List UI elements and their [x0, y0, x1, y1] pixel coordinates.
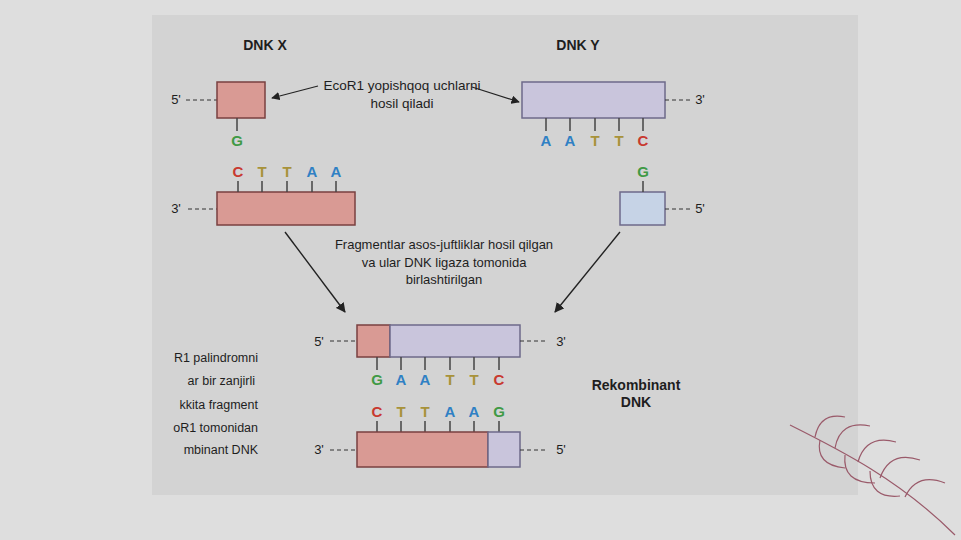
- base-sticks: [238, 181, 336, 192]
- panel: [152, 15, 858, 495]
- dna-fragment: [620, 192, 665, 225]
- strand-dash: [520, 450, 547, 451]
- base-letter: G: [637, 163, 649, 181]
- base-letter: A: [331, 163, 342, 181]
- dna-fragment: [217, 82, 265, 118]
- dna-fragment: [522, 82, 665, 118]
- base-letter: A: [445, 403, 456, 421]
- base-letter: T: [469, 371, 478, 389]
- base-sticks: [377, 357, 499, 432]
- base-letter: C: [233, 163, 244, 181]
- callout-arrow: [272, 86, 318, 98]
- base-sticks: [546, 118, 643, 131]
- group-heading: DNK X: [243, 37, 287, 54]
- merge-arrow: [555, 232, 620, 312]
- strand-dash: [330, 341, 357, 342]
- base-letter: T: [614, 132, 623, 150]
- base-letter: G: [371, 371, 383, 389]
- strand-end: 5': [171, 92, 181, 108]
- caption-fragment: R1 palindromni: [174, 350, 258, 367]
- group-heading: Rekombinant DNK: [581, 377, 691, 411]
- strand-end: 3': [171, 201, 181, 217]
- note-text: Fragmentlar asos-juftliklar hosil qilgan…: [328, 236, 560, 289]
- base-letter: A: [565, 132, 576, 150]
- strand-end: 5': [314, 334, 324, 350]
- dna-group: DNK X5'GCTTAA3': [160, 35, 360, 232]
- dna-fragment: [357, 325, 390, 357]
- base-letter: T: [445, 371, 454, 389]
- dna-group: Rekombinant DNK5'3'GAATTCCTTAAG3'5': [300, 312, 700, 472]
- strand-end: 5': [556, 442, 566, 458]
- dna-group: DNK Y3'AATTCG5': [515, 35, 720, 232]
- base-stick: [642, 181, 644, 192]
- group-heading: DNK Y: [556, 37, 599, 54]
- dna-fragment: [390, 325, 520, 357]
- base-letter: A: [307, 163, 318, 181]
- caption-fragment: kkita fragment: [179, 397, 258, 414]
- strand-dash: [520, 341, 547, 342]
- caption-fragment: oR1 tomonidan: [173, 420, 258, 437]
- base-letter: A: [420, 371, 431, 389]
- strand-end: 3': [314, 442, 324, 458]
- dna-fragment: [217, 192, 355, 225]
- strand-dash: [665, 209, 690, 210]
- caption-fragment: ar bir zanjirli: [188, 373, 255, 390]
- note-text: EcoR1 yopishqoq uchlarni hosil qiladi: [322, 77, 482, 113]
- strand-end: 5': [695, 201, 705, 217]
- base-letter: T: [420, 403, 429, 421]
- strand-dash: [188, 209, 217, 210]
- base-letter: C: [638, 132, 649, 150]
- strand-end: 3': [695, 92, 705, 108]
- dna-fragment: [357, 432, 488, 467]
- strand-dash: [665, 100, 690, 101]
- base-letter: T: [396, 403, 405, 421]
- base-letter: T: [282, 163, 291, 181]
- base-letter: T: [257, 163, 266, 181]
- strand-end: 3': [556, 334, 566, 350]
- base-letter: A: [396, 371, 407, 389]
- merge-arrow: [285, 232, 345, 312]
- leaf-decoration: [790, 416, 955, 535]
- base-letter: A: [469, 403, 480, 421]
- strand-dash: [330, 450, 357, 451]
- base-letter: T: [590, 132, 599, 150]
- base-letter: G: [493, 403, 505, 421]
- base-letter: C: [494, 371, 505, 389]
- base-letter: C: [372, 403, 383, 421]
- caption-fragment: mbinant DNK: [184, 442, 258, 459]
- dna-fragment: [488, 432, 520, 467]
- base-letter: A: [541, 132, 552, 150]
- base-letter: G: [231, 132, 243, 150]
- base-stick: [236, 118, 238, 131]
- strand-dash: [186, 100, 217, 101]
